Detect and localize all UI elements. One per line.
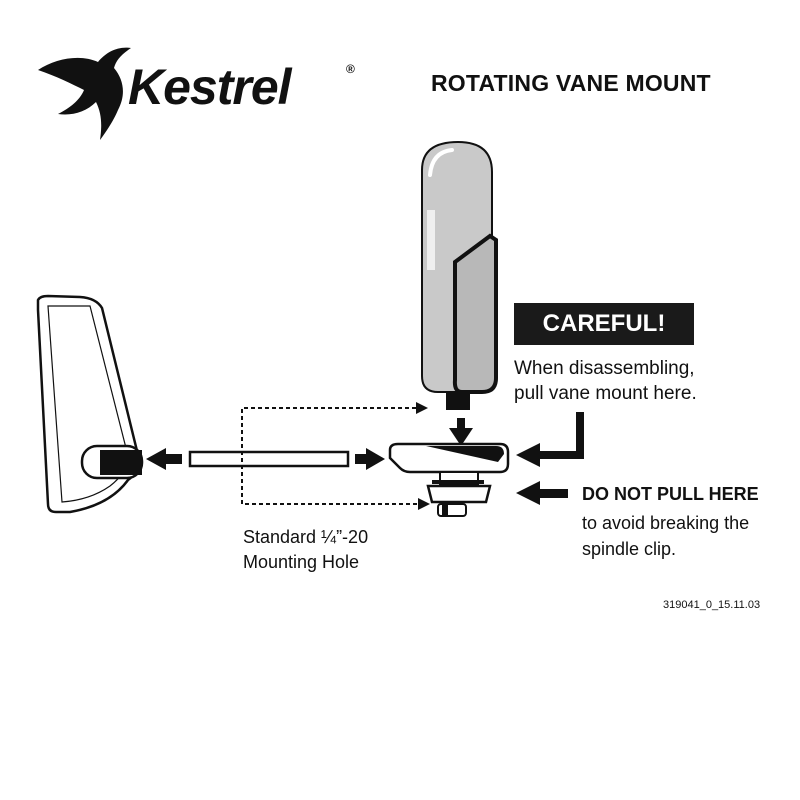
warning-line: spindle clip. xyxy=(582,539,677,559)
brand-name: Kestrel xyxy=(128,59,292,115)
arrow-icon xyxy=(418,498,430,510)
document-id: 319041_0_15.11.03 xyxy=(663,599,761,611)
warning-line: to avoid breaking the xyxy=(582,513,750,533)
mounting-rod xyxy=(188,450,350,468)
vane-housing xyxy=(421,140,498,410)
mounting-hole-label: Standard ¼”-20 Mounting Hole xyxy=(243,525,368,575)
careful-line: pull vane mount here. xyxy=(514,383,697,404)
arrow-icon xyxy=(146,448,182,470)
arrow-icon xyxy=(449,418,473,446)
careful-note: When disassembling, pull vane mount here… xyxy=(514,356,697,406)
page-title: ROTATING VANE MOUNT xyxy=(431,70,711,96)
arrow-icon xyxy=(416,402,428,414)
warning-title: DO NOT PULL HERE xyxy=(582,484,759,504)
registered-mark: ® xyxy=(346,62,355,76)
arrow-icon xyxy=(516,412,584,467)
warning-note: to avoid breaking the spindle clip. xyxy=(582,510,749,562)
careful-line: When disassembling, xyxy=(514,358,695,379)
vane-mount xyxy=(388,442,510,517)
careful-label: CAREFUL! xyxy=(514,303,694,345)
hole-line: Standard ¼”-20 xyxy=(243,527,369,547)
dashed-guide xyxy=(241,407,418,505)
mount-bracket xyxy=(36,294,144,514)
kestrel-bird-logo xyxy=(38,47,131,140)
arrow-icon xyxy=(355,448,385,470)
arrow-icon xyxy=(516,481,568,505)
brand-logo: Kestrel ® xyxy=(36,40,366,145)
hole-line: Mounting Hole xyxy=(243,552,360,572)
